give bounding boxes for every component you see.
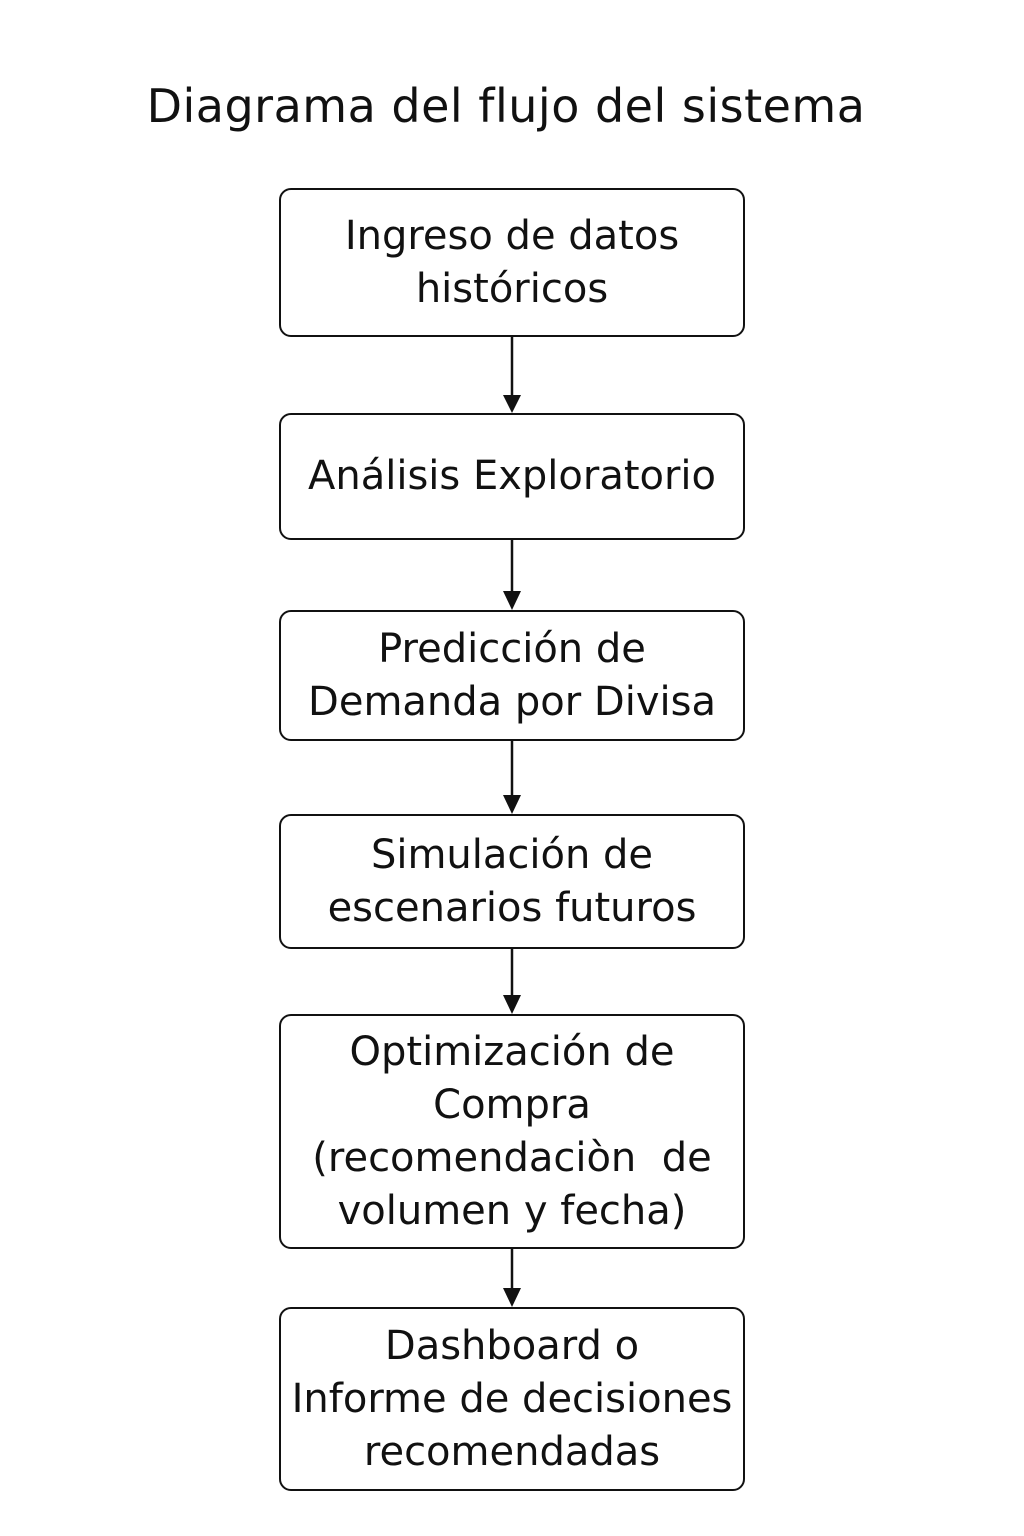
step-6-line-1: Dashboard o <box>384 1322 640 1369</box>
arrow-2 <box>503 540 521 610</box>
step-3-line-2: Demanda por Divisa <box>308 678 716 725</box>
step-3-line-1: Predicción de <box>378 625 646 672</box>
arrow-4 <box>503 949 521 1014</box>
diagram-title: Diagrama del flujo del sistema <box>146 79 866 133</box>
step-prediccion-demanda: Predicción de Demanda por Divisa <box>279 610 745 741</box>
step-4-line-2: escenarios futuros <box>327 884 697 931</box>
step-1-line-1: Ingreso de datos <box>344 212 680 259</box>
arrow-3 <box>503 741 521 814</box>
step-5-line-2: Compra <box>433 1081 591 1128</box>
arrow-5 <box>503 1249 521 1307</box>
step-4-line-1: Simulación de <box>370 831 654 878</box>
step-6-line-3: recomendadas <box>363 1428 661 1475</box>
step-5-line-3: (recomendaciòn de <box>312 1134 712 1181</box>
step-6-line-2: Informe de decisiones <box>291 1375 733 1422</box>
step-ingreso-datos: Ingreso de datos históricos <box>279 188 745 337</box>
step-dashboard-informe: Dashboard o Informe de decisiones recome… <box>279 1307 745 1491</box>
step-2-line-1: Análisis Exploratorio <box>307 453 717 499</box>
step-5-line-1: Optimización de <box>349 1028 675 1075</box>
step-analisis-exploratorio: Análisis Exploratorio <box>279 413 745 540</box>
step-optimizacion-compra: Optimización de Compra (recomendaciòn de… <box>279 1014 745 1249</box>
step-simulacion-escenarios: Simulación de escenarios futuros <box>279 814 745 949</box>
step-1-line-2: históricos <box>415 265 609 312</box>
step-5-line-4: volumen y fecha) <box>337 1187 687 1234</box>
arrow-1 <box>503 337 521 413</box>
